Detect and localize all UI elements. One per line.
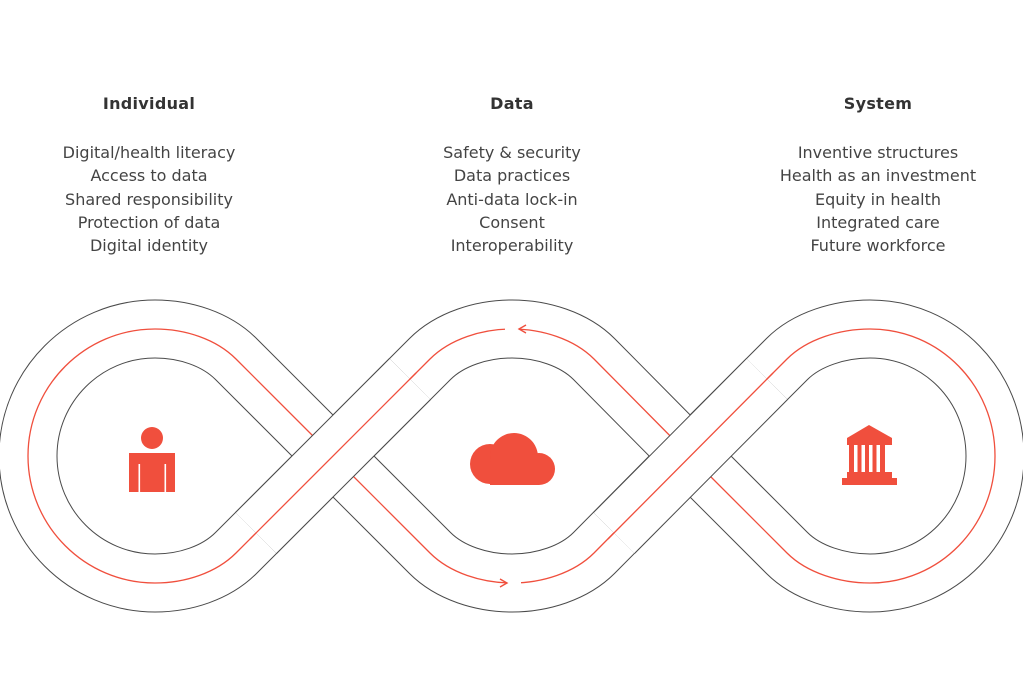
list-item: Inventive structures <box>797 143 959 162</box>
list-item: Shared responsibility <box>65 189 233 209</box>
list-item: Access to data <box>90 166 208 186</box>
building-icon <box>842 425 897 485</box>
column-title: Individual <box>102 94 196 113</box>
track-crossing-left <box>235 358 431 554</box>
track-crossing-right <box>593 358 788 554</box>
column-system: System Inventive structures Health as an… <box>728 94 1023 257</box>
arrow-bottom-right-icon <box>499 578 521 588</box>
list-item: Integrated care <box>816 212 940 232</box>
cloud-icon <box>470 433 555 485</box>
person-icon <box>129 427 175 492</box>
list-item: Protection of data <box>77 212 221 232</box>
column-data: Data Safety & security Data practices An… <box>362 94 662 257</box>
list-item: Data practices <box>453 166 571 186</box>
list-item: Future workforce <box>810 236 946 256</box>
column-title: System <box>843 94 913 113</box>
arrow-top-left-icon <box>505 324 527 334</box>
list-item: Digital identity <box>89 236 209 256</box>
list-item: Interoperability <box>450 236 574 256</box>
list-item: Digital/health literacy <box>62 143 236 162</box>
column-title: Data <box>490 94 534 113</box>
list-item: Safety & security <box>443 143 581 162</box>
column-individual: Individual Digital/health literacy Acces… <box>0 94 299 257</box>
list-item: Equity in health <box>815 189 941 209</box>
list-item: Anti-data lock-in <box>446 189 578 209</box>
list-item: Health as an investment <box>779 166 977 186</box>
list-item: Consent <box>479 212 545 232</box>
